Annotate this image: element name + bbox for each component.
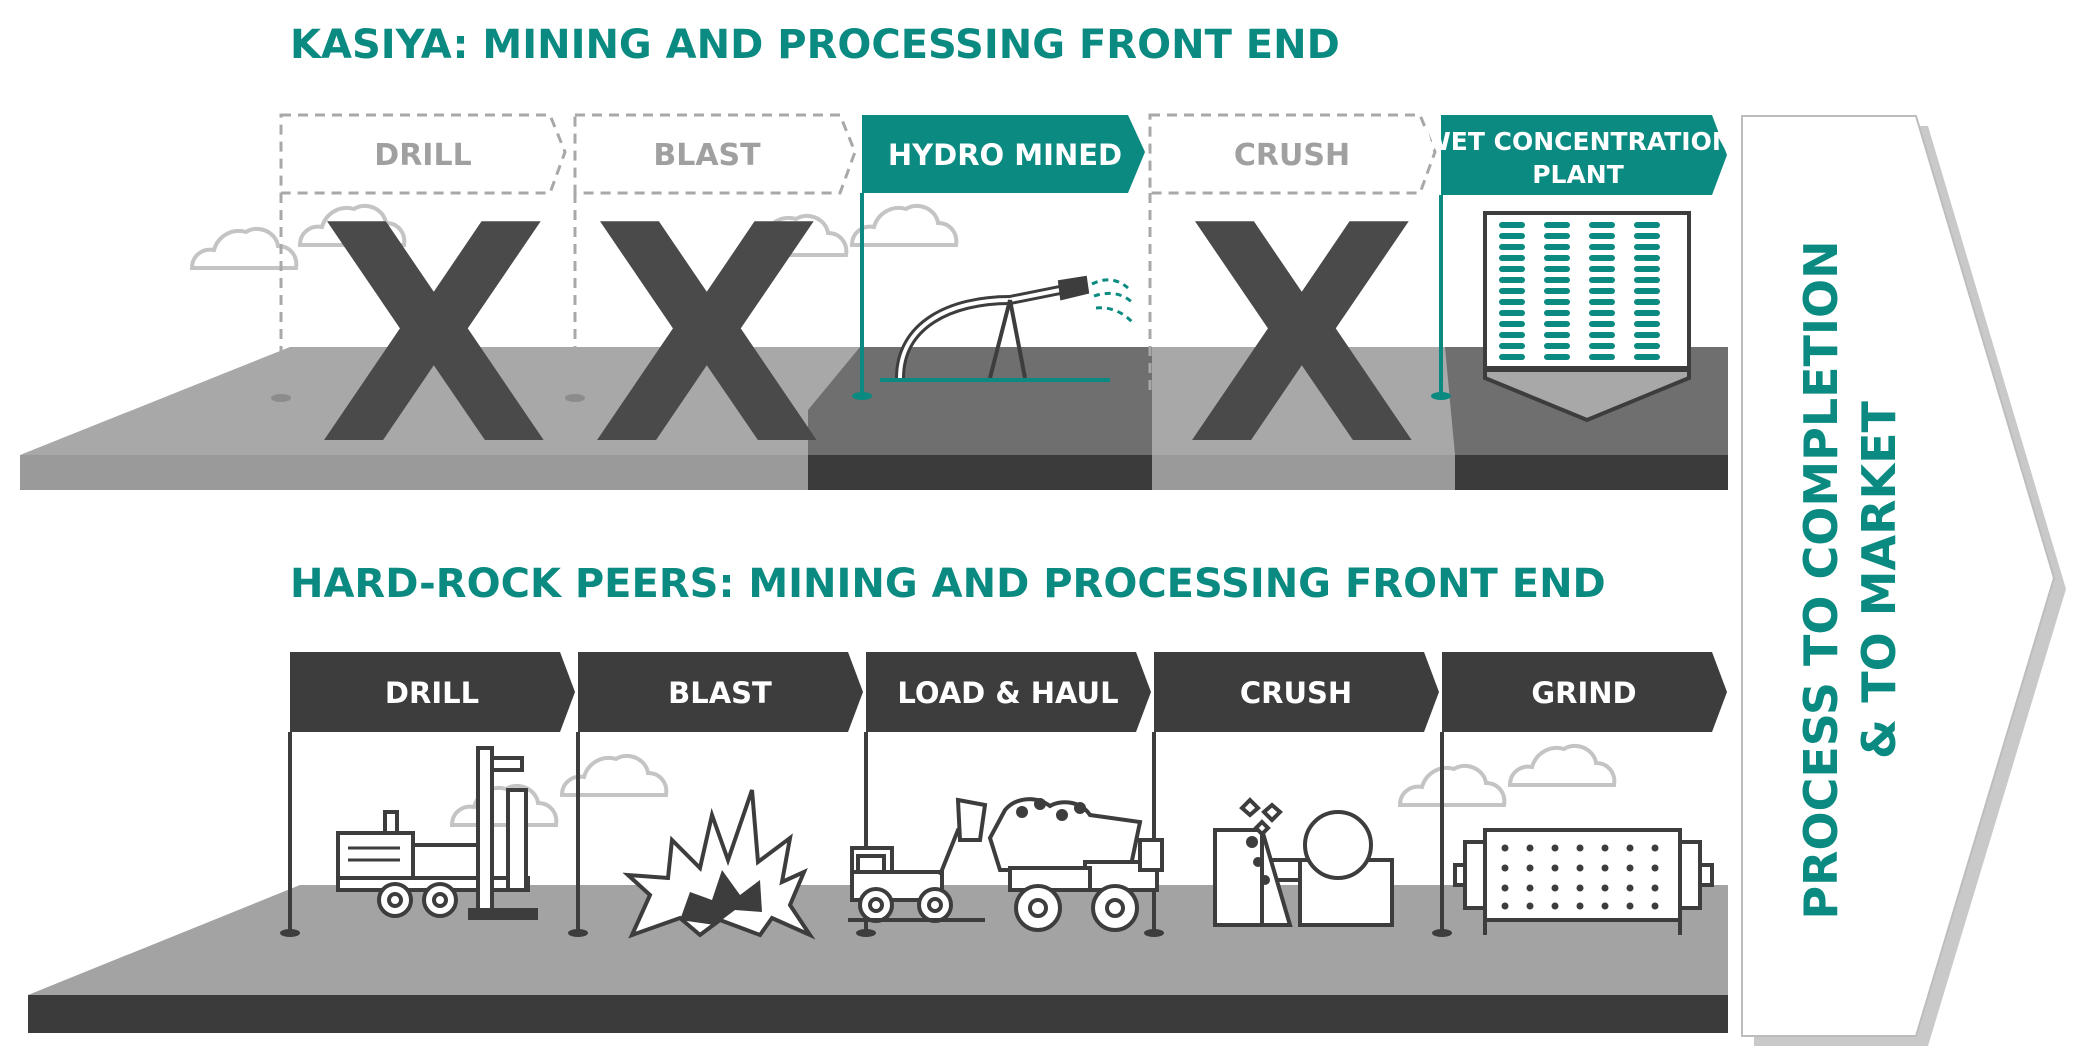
step-label-line1: WET CONCENTRATION xyxy=(1423,127,1733,156)
kasiya-step-crush: CRUSH xyxy=(1148,113,1437,395)
cloud-icon xyxy=(1398,763,1507,807)
kasiya-ground-platform xyxy=(20,347,1728,490)
spiral-plant-icon xyxy=(1483,211,1691,423)
arrow-text-line2: & TO MARKET xyxy=(1852,400,1906,758)
hard-rock-step-blast: BLAST xyxy=(568,652,863,937)
cloud-icon xyxy=(1508,743,1617,787)
eliminated-x-mark: X xyxy=(318,162,549,511)
hydro-monitor-icon xyxy=(880,275,1136,382)
cloud-icon xyxy=(850,203,959,247)
step-label: CRUSH xyxy=(1240,676,1352,710)
grinding-mill-icon xyxy=(1453,828,1714,935)
step-label: DRILL xyxy=(385,676,479,710)
cloud-icon xyxy=(450,783,559,827)
process-to-market-arrow: PROCESS TO COMPLETION & TO MARKET xyxy=(1741,115,2066,1046)
drill-rig-icon xyxy=(336,746,538,920)
step-label: LOAD & HAUL xyxy=(897,676,1118,710)
eliminated-x-mark: X xyxy=(1186,162,1417,511)
hard-rock-step-drill: DRILL xyxy=(280,652,575,937)
step-label: BLAST xyxy=(668,676,772,710)
loader-truck-icon xyxy=(848,797,1164,932)
crusher-icon xyxy=(1213,797,1394,927)
step-label: HYDRO MINED xyxy=(888,138,1122,172)
explosion-icon xyxy=(622,789,816,940)
hard-rock-step-load-haul: LOAD & HAUL xyxy=(856,652,1151,937)
step-label: GRIND xyxy=(1531,676,1636,710)
hard-rock-section-title: HARD-ROCK PEERS: MINING AND PROCESSING F… xyxy=(290,561,1606,607)
step-label-line2: PLANT xyxy=(1532,160,1624,189)
step-label: CRUSH xyxy=(1234,138,1350,173)
arrow-text-line1: PROCESS TO COMPLETION xyxy=(1794,240,1848,919)
kasiya-step-hydro-mined: HYDRO MINED xyxy=(852,115,1145,400)
kasiya-step-wet-concentration-plant: WET CONCENTRATION PLANT xyxy=(1423,115,1733,423)
kasiya-step-blast: BLAST xyxy=(565,113,857,402)
eliminated-x-mark: X xyxy=(591,162,822,511)
kasiya-section-title: KASIYA: MINING AND PROCESSING FRONT END xyxy=(290,22,1340,68)
kasiya-step-drill: DRILL xyxy=(271,113,567,402)
step-label: DRILL xyxy=(374,138,471,173)
hard-rock-step-crush: CRUSH xyxy=(1144,652,1439,937)
hard-rock-step-grind: GRIND xyxy=(1432,652,1727,937)
step-label: BLAST xyxy=(653,138,761,173)
